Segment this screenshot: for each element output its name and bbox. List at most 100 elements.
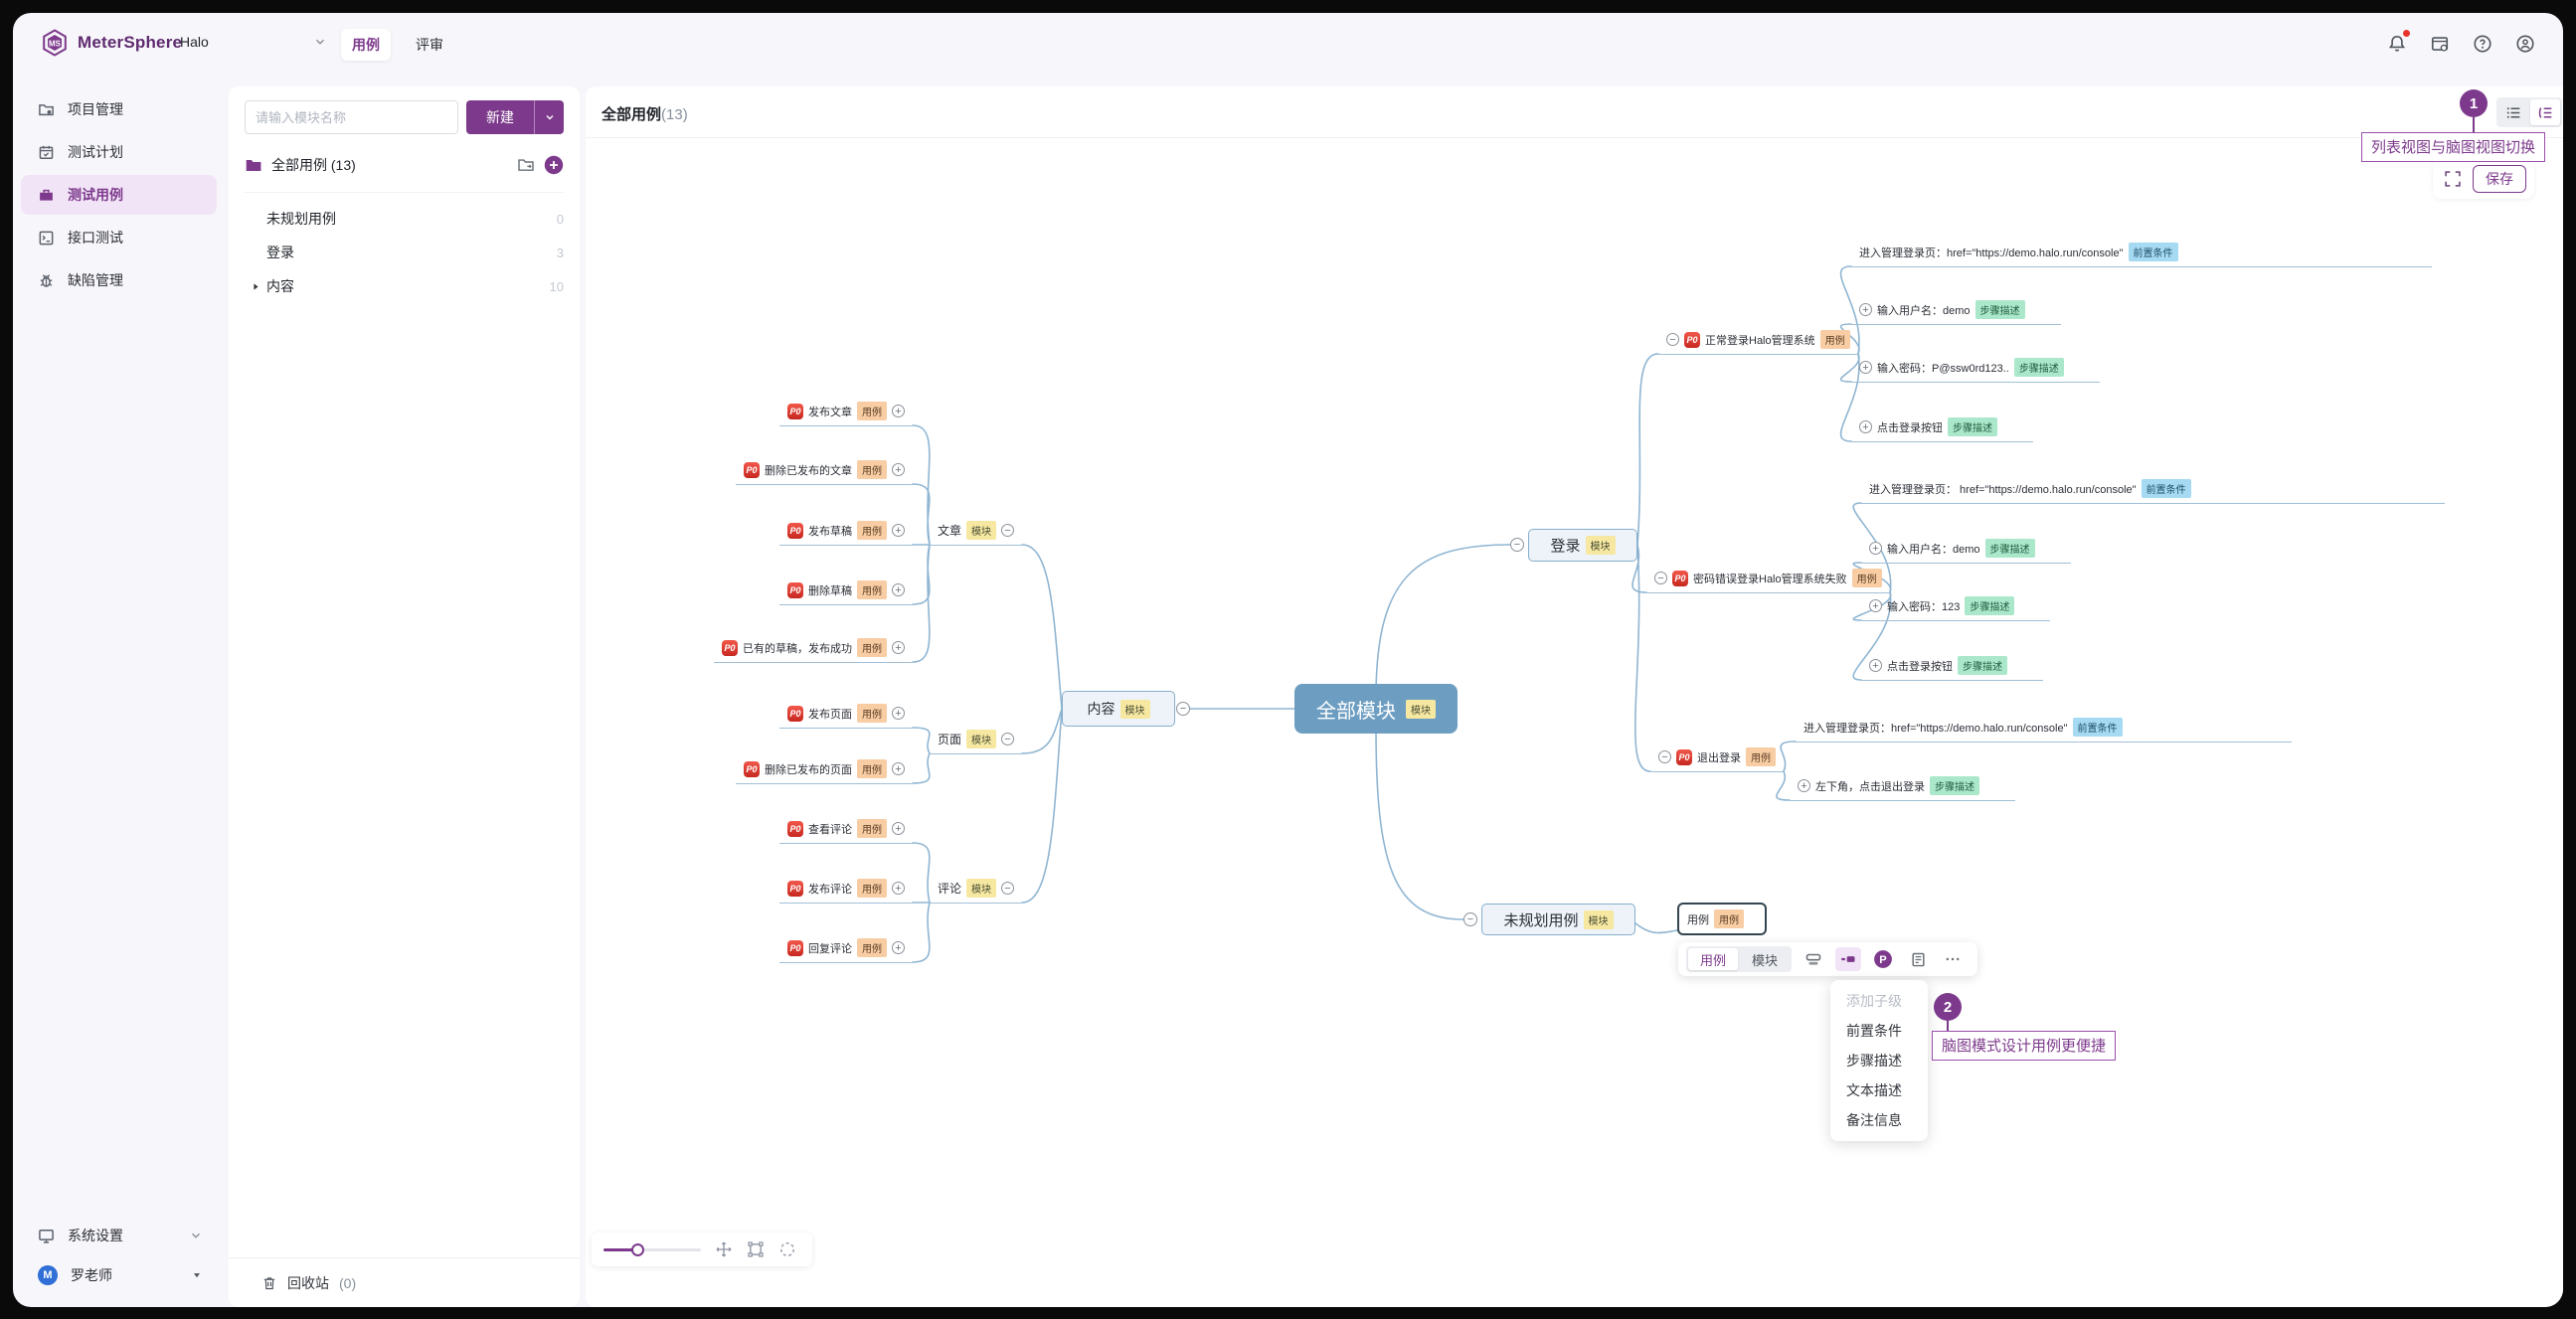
document-icon[interactable] [1905,947,1931,971]
mindmap-node-unplanned-module[interactable]: 未规划用例 模块 [1481,904,1635,935]
collapse-toggle-icon[interactable]: − [1510,538,1524,552]
more-icon[interactable] [1940,947,1966,971]
mindmap-node-login-module[interactable]: 登录 模块 [1528,529,1637,562]
sidebar-item-4[interactable]: 缺陷管理 [21,260,217,300]
help-icon[interactable] [2473,34,2492,54]
new-button-chevron-icon[interactable] [534,100,564,134]
segment-0[interactable]: 用例 [1688,948,1739,970]
user-menu-icon[interactable] [2515,34,2535,54]
collapse-toggle-icon[interactable]: − [1001,882,1015,895]
sidebar-item-3[interactable]: 接口测试 [21,218,217,257]
collapse-toggle-icon[interactable]: − [1001,524,1015,537]
zoom-slider[interactable] [603,1242,701,1256]
module-search-input[interactable] [245,100,458,134]
menu-item-3[interactable]: 文本描述 [1846,1082,1902,1098]
pan-icon[interactable] [715,1240,733,1258]
tab-review[interactable]: 评审 [416,37,443,53]
expand-toggle-icon[interactable]: + [1869,659,1882,672]
expand-toggle-icon[interactable]: + [892,707,905,720]
mindmap-node-m2[interactable]: 评论模块− [930,876,1023,904]
sidebar-item-1[interactable]: 测试计划 [21,132,217,172]
collapse-toggle-icon[interactable]: − [1654,572,1667,584]
mindmap-node-m0[interactable]: 文章模块− [930,518,1023,546]
expand-toggle-icon[interactable]: + [892,882,905,895]
expand-toggle-icon[interactable]: + [1869,542,1882,555]
sidebar-item-settings[interactable]: 系统设置 [21,1216,217,1255]
recycle-bin-row[interactable]: 回收站 (0) [229,1257,580,1307]
sidebar-item-0[interactable]: 项目管理 [21,89,217,129]
mindmap-node-s9[interactable]: +左下角，点击退出登录步骤描述 [1790,773,2015,801]
expand-toggle-icon[interactable]: + [892,583,905,596]
expand-toggle-icon[interactable]: + [1869,599,1882,612]
step-icon[interactable] [1835,947,1862,971]
notification-bell-icon[interactable] [2387,30,2410,54]
mindmap-node-s0[interactable]: 进入管理登录页：href="https://demo.halo.run/cons… [1851,240,2432,267]
mindmap-node-selected-case[interactable]: 用例 用例 [1677,903,1767,935]
expand-toggle-icon[interactable]: + [1859,303,1872,316]
expand-toggle-icon[interactable]: + [1798,779,1810,792]
fit-selection-icon[interactable] [747,1240,765,1258]
save-button[interactable]: 保存 [2473,165,2526,193]
expand-toggle-icon[interactable]: + [892,405,905,417]
expand-toggle-icon[interactable]: + [892,941,905,954]
mindmap-node-content-module[interactable]: 内容 模块 [1062,691,1175,727]
collapse-toggle-icon[interactable]: − [1463,912,1477,926]
mindmap-node-s7[interactable]: +点击登录按钮步骤描述 [1861,653,2043,681]
mindmap-node-s8[interactable]: 进入管理登录页：href="https://demo.halo.run/cons… [1796,715,2292,742]
expand-toggle-icon[interactable]: + [892,641,905,654]
new-button-label[interactable]: 新建 [486,109,514,125]
mindmap-node-s3[interactable]: +点击登录按钮步骤描述 [1851,414,2033,442]
collapse-all-icon[interactable] [517,156,535,174]
expand-toggle-icon[interactable]: + [892,762,905,775]
fullscreen-icon[interactable] [2443,169,2463,189]
collapse-toggle-icon[interactable]: − [1658,750,1671,763]
new-module-button[interactable]: 新建 [466,100,564,134]
mindmap-node-root[interactable]: 全部模块 模块 [1294,684,1458,734]
project-select[interactable]: Halo [180,34,327,50]
priority-icon[interactable]: P [1870,947,1896,971]
center-view-icon[interactable] [778,1240,796,1258]
card-icon[interactable] [1801,947,1826,971]
mindmap-view-button[interactable] [2530,99,2560,125]
tab-cases[interactable]: 用例 [341,29,391,61]
menu-item-1[interactable]: 前置条件 [1846,1023,1902,1039]
collapse-toggle-icon[interactable]: − [1176,702,1190,716]
collapse-toggle-icon[interactable]: − [1666,333,1679,346]
menu-item-2[interactable]: 步骤描述 [1846,1053,1902,1069]
expand-toggle-icon[interactable]: + [892,524,905,537]
list-view-button[interactable] [2498,99,2528,125]
segment-1[interactable]: 模块 [1752,952,1779,968]
tree-root-row[interactable]: 全部用例 (13) [245,148,564,182]
expand-toggle-icon[interactable]: + [1859,420,1872,433]
task-center-icon[interactable] [2430,34,2450,54]
expand-toggle-icon[interactable]: + [892,822,905,835]
mindmap-node-s2[interactable]: +输入密码：P@ssw0rd123..步骤描述 [1851,355,2100,383]
mindmap-node-m1[interactable]: 页面模块− [930,727,1023,754]
expand-toggle-icon[interactable]: + [892,463,905,476]
mindmap-node-s4[interactable]: 进入管理登录页： href="https://demo.halo.run/con… [1861,476,2445,504]
zoom-slider-knob[interactable] [631,1242,644,1256]
add-module-icon[interactable] [544,155,564,175]
menu-item-4[interactable]: 备注信息 [1846,1112,1902,1128]
expand-toggle-icon[interactable]: + [1859,361,1872,374]
caret-right-icon[interactable] [245,281,266,292]
